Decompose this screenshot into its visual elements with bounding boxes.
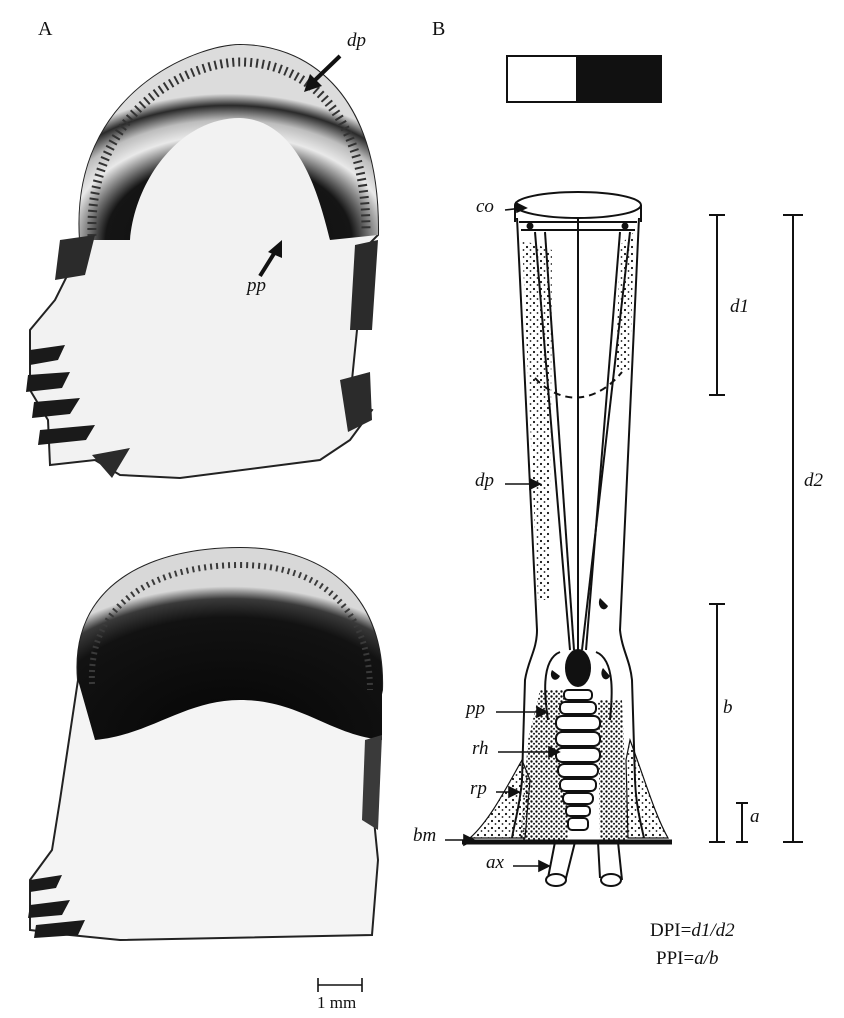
- ax-arrow: [513, 861, 549, 871]
- scale-bar-label: 1 mm: [317, 993, 356, 1013]
- photo-top-section: [26, 45, 378, 478]
- b-bar: [709, 604, 725, 842]
- ommatidium-diagram: [462, 192, 672, 886]
- label-pp: pp: [466, 698, 485, 720]
- panel-label-b: B: [432, 18, 445, 41]
- label-rp: rp: [470, 778, 487, 800]
- ppi-formula: PPI=a/b: [656, 948, 718, 970]
- photo-label-pp: pp: [247, 275, 266, 297]
- dimension-label-d2: d2: [804, 470, 823, 492]
- label-rh: rh: [472, 738, 489, 760]
- label-bm: bm: [413, 825, 436, 847]
- dpi-expression: d1/d2: [691, 920, 734, 941]
- label-co: co: [476, 196, 494, 218]
- photo-bottom-section: [28, 548, 382, 940]
- pp-arrow: [496, 707, 547, 717]
- panel-label-a: A: [38, 18, 52, 41]
- light-dark-key: [507, 56, 661, 102]
- dimension-label-d1: d1: [730, 296, 749, 318]
- dimension-label-a: a: [750, 806, 760, 828]
- d1-bar: [709, 215, 725, 395]
- photo-label-dp: dp: [347, 30, 366, 52]
- ppi-expression: a/b: [694, 948, 718, 969]
- dpi-prefix: DPI=: [650, 920, 691, 941]
- dp-arrow: [505, 479, 540, 489]
- ppi-prefix: PPI=: [656, 948, 694, 969]
- a-bar: [736, 803, 748, 842]
- dpi-formula: DPI=d1/d2: [650, 920, 735, 942]
- label-dp: dp: [475, 470, 494, 492]
- d2-bar: [783, 215, 803, 842]
- dimension-label-b: b: [723, 697, 733, 719]
- label-ax: ax: [486, 852, 504, 874]
- scale-bar: [318, 978, 362, 992]
